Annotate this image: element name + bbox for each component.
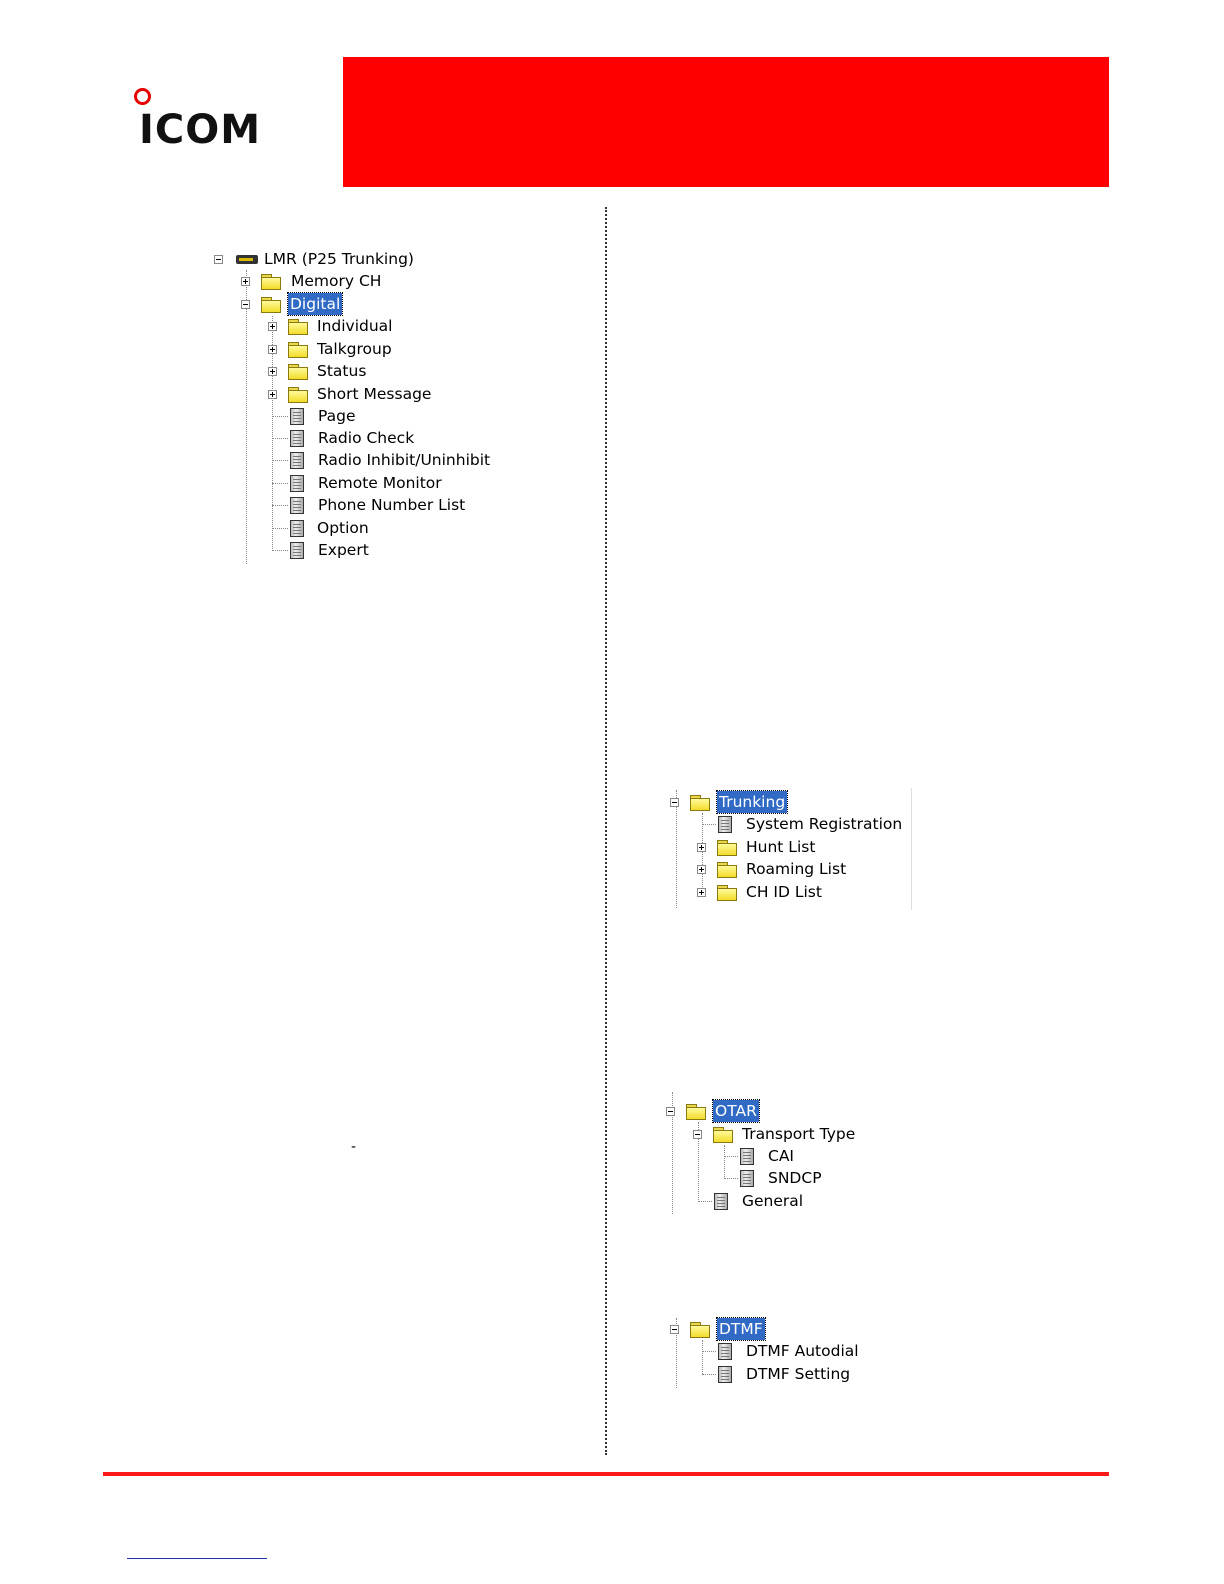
expand-icon[interactable] [697, 843, 706, 852]
expand-icon[interactable] [241, 277, 250, 286]
folder-icon [717, 885, 737, 901]
collapse-icon[interactable] [666, 1107, 675, 1116]
collapse-icon[interactable] [241, 300, 250, 309]
document-icon [714, 1193, 728, 1210]
expand-icon[interactable] [268, 322, 277, 331]
document-icon [290, 408, 304, 425]
folder-icon [717, 862, 737, 878]
folder-icon [717, 840, 737, 856]
folder-icon [288, 387, 308, 403]
document-icon [718, 1366, 732, 1383]
footer-rule [103, 1472, 1109, 1476]
logo-ring-icon [134, 88, 151, 105]
folder-icon [713, 1127, 733, 1143]
expand-icon[interactable] [268, 345, 277, 354]
folder-icon [288, 319, 308, 335]
document-icon [740, 1170, 754, 1187]
document-icon [740, 1148, 754, 1165]
collapse-icon[interactable] [670, 1325, 679, 1334]
folder-icon [261, 274, 281, 290]
folder-icon [686, 1104, 706, 1120]
folder-icon [690, 795, 710, 811]
document-icon [290, 430, 304, 447]
document-icon [290, 452, 304, 469]
expand-icon[interactable] [697, 888, 706, 897]
icom-logo: ICOM [132, 88, 272, 158]
document-icon [718, 816, 732, 833]
column-divider [605, 207, 607, 1455]
footer-link-underline[interactable] [127, 1558, 267, 1559]
header-banner [343, 57, 1109, 187]
collapse-icon[interactable] [214, 255, 223, 264]
radio-icon [236, 255, 258, 264]
folder-icon [690, 1322, 710, 1338]
logo-text: ICOM [139, 107, 262, 153]
collapse-icon[interactable] [693, 1130, 702, 1139]
expand-icon[interactable] [697, 865, 706, 874]
expand-icon[interactable] [268, 390, 277, 399]
folder-icon [288, 342, 308, 358]
stray-dash: - [351, 1139, 357, 1155]
collapse-icon[interactable] [670, 798, 679, 807]
document-icon [290, 497, 304, 514]
document-icon [718, 1343, 732, 1360]
document-icon [290, 542, 304, 559]
folder-icon [261, 297, 281, 313]
document-icon [290, 475, 304, 492]
document-icon [290, 520, 304, 537]
folder-icon [288, 364, 308, 380]
expand-icon[interactable] [268, 367, 277, 376]
